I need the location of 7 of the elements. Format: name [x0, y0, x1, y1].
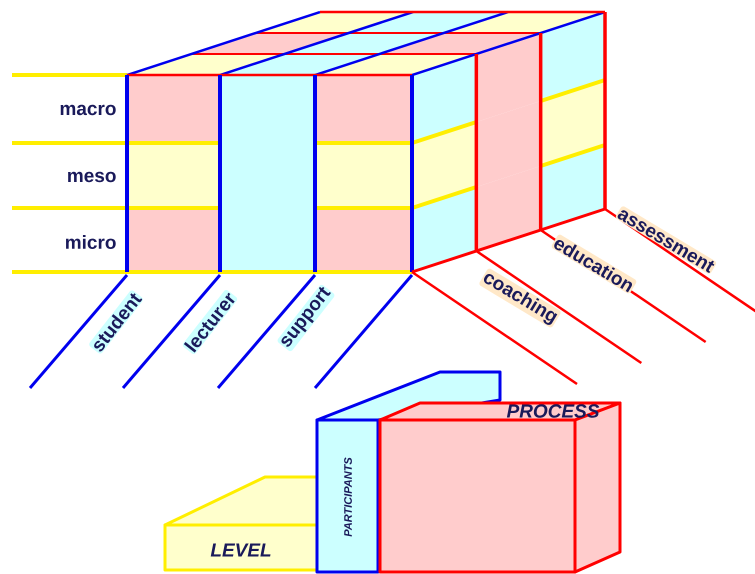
node-label: LEVEL [210, 543, 271, 557]
row-label: meso [68, 172, 116, 182]
node-label: PROCESS [506, 404, 600, 418]
row-label: micro [66, 235, 116, 249]
row-label: macro [60, 104, 116, 116]
level-box: LEVEL [164, 476, 318, 572]
process-box: PROCESS [378, 402, 622, 574]
